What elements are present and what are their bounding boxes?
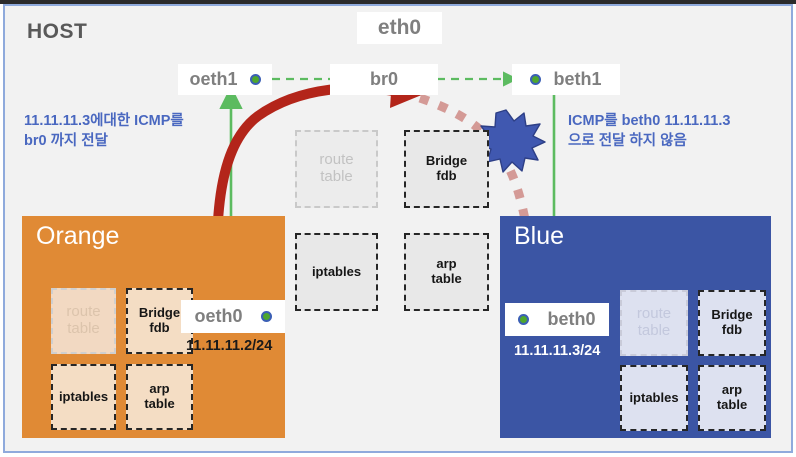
beth1-chip[interactable]: beth1 <box>512 64 620 95</box>
namespace-orange-title: Orange <box>36 222 120 250</box>
status-dot-green-beth0 <box>518 314 530 325</box>
br0-chip[interactable]: br0 <box>330 64 438 95</box>
oeth1-label: oeth1 <box>189 69 238 89</box>
host-bridge-fdb-label: Bridge fdb <box>425 153 468 183</box>
oeth1-chip[interactable]: oeth1 <box>178 64 272 95</box>
beth0-label: beth0 <box>547 309 596 329</box>
orange-route-table[interactable]: route table <box>51 288 116 354</box>
top-edge-strip <box>0 0 796 4</box>
host-arp-table-label: arp table <box>431 256 462 286</box>
annotation-right: ICMP를 beth0 11.11.11.3 으로 전달 하지 않음 <box>568 113 731 149</box>
beth0-ip: 11.11.11.3/24 <box>514 343 601 359</box>
blue-route-table[interactable]: route table <box>620 290 688 356</box>
host-route-table-label: route table <box>319 151 354 185</box>
oeth0-label: oeth0 <box>194 306 243 326</box>
beth1-label: beth1 <box>553 69 602 89</box>
br0-label: br0 <box>369 69 398 89</box>
host-route-table[interactable]: route table <box>295 130 378 208</box>
blue-arp-table[interactable]: arp table <box>698 365 766 431</box>
eth0-chip[interactable]: eth0 <box>357 12 442 44</box>
orange-iptables-label: iptables <box>58 388 109 404</box>
status-dot-green-oeth1 <box>249 74 261 85</box>
orange-route-table-label: route table <box>66 303 101 337</box>
host-arp-table[interactable]: arp table <box>404 233 489 311</box>
orange-iptables[interactable]: iptables <box>51 364 116 430</box>
status-dot-green-oeth0 <box>260 311 272 322</box>
orange-arp-table[interactable]: arp table <box>126 364 193 430</box>
host-title: HOST <box>27 20 88 43</box>
status-dot-green-beth1 <box>530 74 542 85</box>
orange-arp-table-label: arp table <box>144 381 175 411</box>
blue-iptables-label: iptables <box>629 389 679 405</box>
blue-arp-table-label: arp table <box>716 382 748 412</box>
blue-route-table-label: route table <box>636 305 672 339</box>
host-iptables[interactable]: iptables <box>295 233 378 311</box>
beth0-chip[interactable]: beth0 <box>505 303 609 336</box>
host-iptables-label: iptables <box>311 263 362 279</box>
orange-bridge-fdb[interactable]: Bridge fdb <box>126 288 193 354</box>
blue-iptables[interactable]: iptables <box>620 365 688 431</box>
annotation-left: 11.11.11.3에대한 ICMP를 br0 까지 전달 <box>24 113 184 149</box>
namespace-blue-title: Blue <box>514 222 565 250</box>
eth0-label: eth0 <box>377 16 422 39</box>
oeth0-chip[interactable]: oeth0 <box>181 300 285 333</box>
orange-bridge-fdb-label: Bridge fdb <box>138 305 181 335</box>
oeth0-ip: 11.11.11.2/24 <box>186 338 273 354</box>
host-bridge-fdb[interactable]: Bridge fdb <box>404 130 489 208</box>
blue-bridge-fdb-label: Bridge fdb <box>711 307 753 337</box>
blue-bridge-fdb[interactable]: Bridge fdb <box>698 290 766 356</box>
